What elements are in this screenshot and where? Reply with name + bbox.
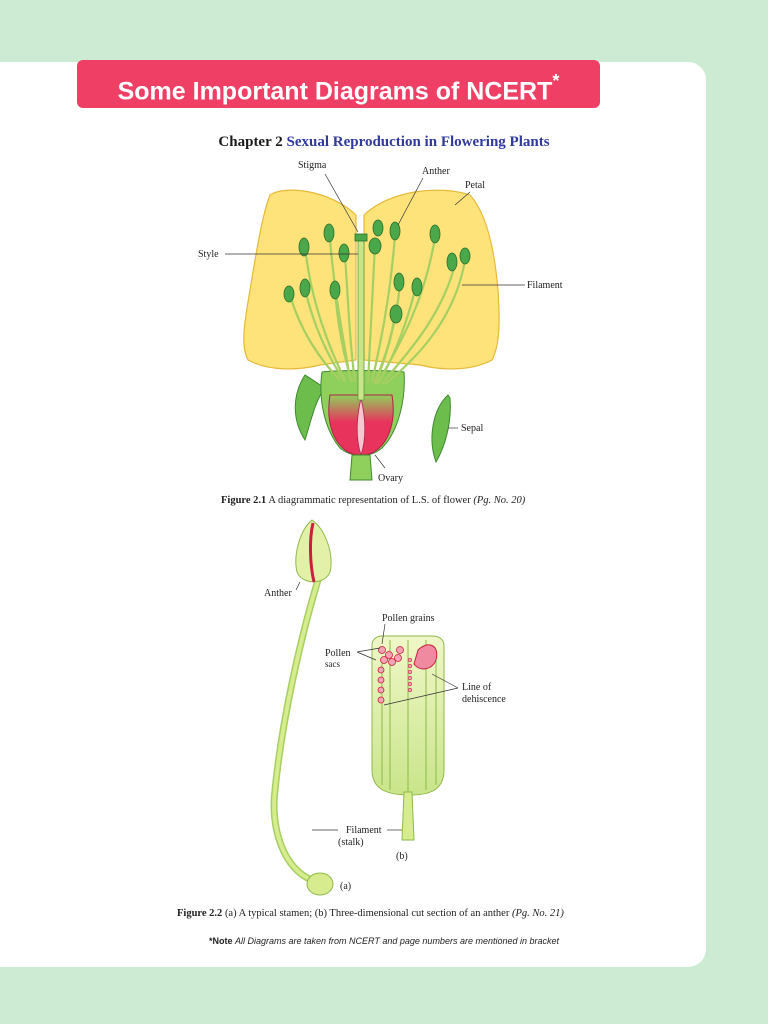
pollen-column: [407, 657, 413, 693]
footnote-label: *Note: [208, 936, 233, 946]
label-petal: Petal: [465, 180, 485, 191]
label-part-a: (a): [340, 881, 352, 892]
label-pollen-sacs-line1: Pollen: [325, 648, 351, 659]
label-part-b: (b): [396, 851, 408, 862]
flower-diagram: [225, 173, 525, 481]
filaments: [288, 234, 467, 385]
figure2-caption: Figure 2.2 (a) A typical stamen; (b) Thr…: [177, 908, 564, 919]
anthers: [283, 219, 471, 324]
label-filament: Filament: [527, 280, 563, 291]
banner-title: Some Important Diagrams of NCERT: [117, 77, 553, 106]
figure1-caption-number: Figure 2.1: [221, 495, 267, 506]
label-ovary: Ovary: [378, 473, 403, 484]
pollen-sac-right: [413, 644, 438, 670]
label-pollen-sacs-line2: sacs: [325, 659, 340, 669]
footnote: *Note All Diagrams are taken from NCERT …: [0, 936, 768, 946]
sepal-left: [294, 374, 326, 442]
chapter-subject: Sexual Reproduction in Flowering Plants: [286, 134, 550, 150]
filament-base: [306, 872, 334, 896]
footnote-text: All Diagrams are taken from NCERT and pa…: [235, 936, 560, 946]
chapter-heading: Chapter 2 Sexual Reproduction in Floweri…: [0, 134, 768, 151]
label-stamen-anther: Anther: [264, 588, 292, 599]
label-stigma: Stigma: [298, 160, 327, 171]
figure1-leader-lines: [225, 173, 525, 469]
petal-left: [243, 189, 357, 370]
chapter-prefix: Chapter 2: [218, 134, 283, 150]
label-dehiscence-line2: dehiscence: [462, 694, 506, 705]
pedicel: [349, 454, 373, 481]
label-pollen-grains: Pollen grains: [382, 613, 435, 624]
figure1-caption-ref: (Pg. No. 20): [473, 495, 526, 506]
style: [357, 239, 365, 401]
banner-asterisk: *: [552, 71, 560, 91]
figure2-caption-ref: (Pg. No. 21): [511, 908, 564, 919]
petal-right: [363, 189, 500, 370]
label-sepal: Sepal: [461, 423, 484, 434]
figure2-caption-text: (a) A typical stamen; (b) Three-dimensio…: [224, 908, 510, 919]
label-filament-line2: (stalk): [338, 837, 364, 848]
figure1-caption: Figure 2.1 A diagrammatic representation…: [221, 495, 525, 506]
figure1-caption-text: A diagrammatic representation of L.S. of…: [268, 495, 471, 506]
pollen-grains: [377, 646, 404, 704]
sepal-right: [431, 394, 451, 464]
label-filament-line1: Filament: [346, 825, 382, 836]
stamen-diagram: [270, 519, 334, 896]
label-dehiscence-line1: Line of: [462, 682, 492, 693]
label-anther: Anther: [422, 166, 450, 177]
figure2-caption-number: Figure 2.2: [177, 908, 223, 919]
page-banner: Some Important Diagrams of NCERT*: [77, 60, 600, 108]
stamen-filament: [270, 576, 322, 884]
anther-section-diagram: [312, 623, 459, 841]
stigma: [354, 233, 368, 242]
anther-connective: [401, 791, 415, 841]
label-style: Style: [198, 249, 219, 260]
figure2b-leader-lines: [312, 623, 459, 831]
anther-dehiscence-line: [309, 522, 316, 583]
